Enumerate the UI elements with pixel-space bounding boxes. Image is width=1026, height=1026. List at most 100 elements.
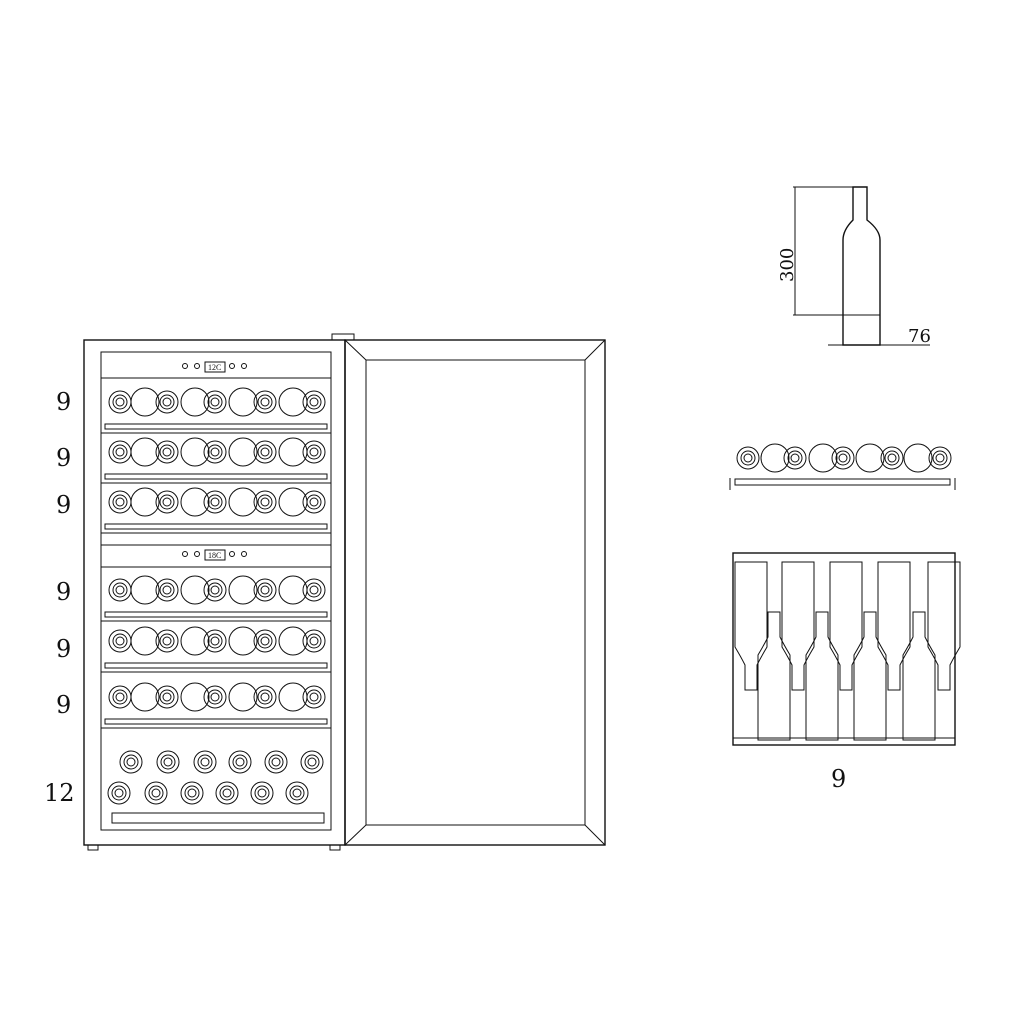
bottle [228,437,258,467]
control-button[interactable] [229,551,235,557]
control-button[interactable] [182,551,188,557]
bottle-neck-down [829,561,863,691]
bottle [130,487,160,517]
bottle [253,440,277,464]
bottle [760,443,790,473]
bottle [180,682,210,712]
bottle [203,440,227,464]
bottle-neck-down [734,561,768,691]
bottle [155,578,179,602]
shelf-count-1: 9 [56,388,71,416]
bottle [203,390,227,414]
bottle [855,443,885,473]
bottle-neck-up [853,611,887,741]
bottle [203,685,227,709]
control-button[interactable] [182,363,188,369]
bottle-neck-up [805,611,839,741]
bottle-neck-up [902,611,936,741]
bottle [180,626,210,656]
bottle [253,685,277,709]
shelf-count-5: 9 [56,635,71,663]
bottle [108,440,132,464]
shelf-bottom[interactable] [107,750,325,824]
bottle [783,446,807,470]
bottle [302,578,326,602]
control-button[interactable] [229,363,235,369]
shelf-detail-count: 9 [831,765,846,793]
bottle [302,685,326,709]
bottle [264,750,288,774]
bottle-height-label: 300 [777,248,798,282]
bottle [108,629,132,653]
upper-temp-display: 12C [208,363,221,372]
shelf-count-6: 9 [56,691,71,719]
bottle [302,629,326,653]
bottle [302,490,326,514]
bottle [155,629,179,653]
bottle [228,387,258,417]
bottle [130,626,160,656]
bottle [228,626,258,656]
bottle [156,750,180,774]
bottle [300,750,324,774]
bottle [228,575,258,605]
bottle [253,490,277,514]
bottle-neck-down [781,561,815,691]
control-button[interactable] [241,551,247,557]
bottle [285,781,309,805]
bottle [108,390,132,414]
shelf[interactable] [101,626,331,673]
shelf-count-4: 9 [56,578,71,606]
bottle [203,490,227,514]
bottle [130,437,160,467]
bottle [180,487,210,517]
bottle-neck-down [927,561,961,691]
bottle [130,575,160,605]
bottle [144,781,168,805]
lower-control-panel[interactable]: 18C [101,544,331,568]
shelf[interactable] [101,487,331,534]
bottle [736,446,760,470]
bottle [193,750,217,774]
bottle [253,578,277,602]
control-button[interactable] [194,363,200,369]
bottle [130,682,160,712]
bottle [155,685,179,709]
bottle [130,387,160,417]
bottle [808,443,838,473]
bottle-neck-up [757,611,791,741]
bottle [228,750,252,774]
bottle [302,390,326,414]
bottle [302,440,326,464]
bottle [155,390,179,414]
bottle [880,446,904,470]
shelf-count-3: 9 [56,491,71,519]
bottle-dimension-view: 300 76 [777,186,931,347]
shelf[interactable] [101,387,331,434]
bottle [180,575,210,605]
bottle [180,437,210,467]
bottle-neck-down [877,561,911,691]
bottle [107,781,131,805]
bottle [203,578,227,602]
shelf-top-view [729,443,956,490]
control-button[interactable] [194,551,200,557]
bottle [215,781,239,805]
shelf[interactable] [101,437,331,484]
bottle [155,440,179,464]
control-button[interactable] [241,363,247,369]
upper-control-panel[interactable]: 12C [101,361,331,379]
door[interactable] [344,339,606,846]
bottle [119,750,143,774]
shelf-count-7: 12 [44,779,75,807]
bottle [108,685,132,709]
bottle [203,629,227,653]
lower-temp-display: 18C [208,551,221,560]
bottle [253,390,277,414]
bottle [228,682,258,712]
shelf[interactable] [101,682,331,729]
shelf[interactable] [101,575,331,622]
bottle [180,387,210,417]
bottle [928,446,952,470]
shelves [101,387,331,824]
